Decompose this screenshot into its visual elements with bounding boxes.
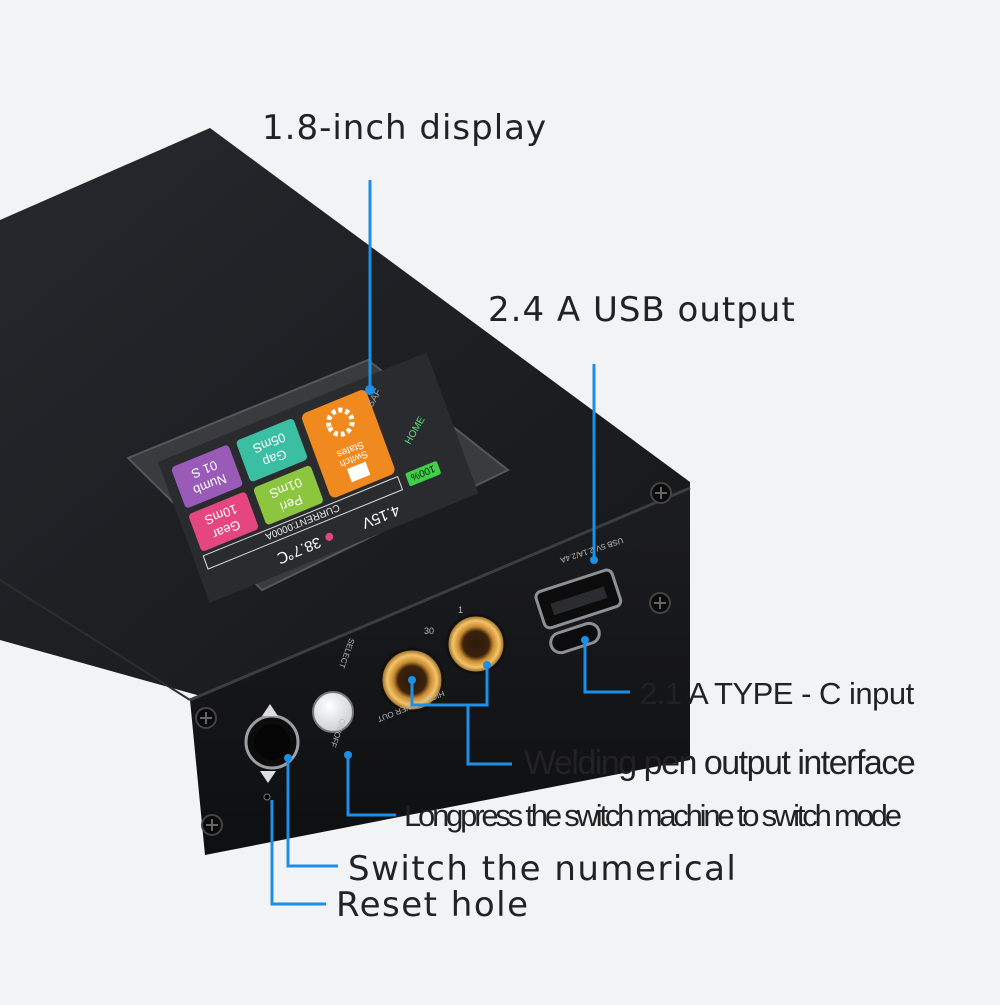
- welding-port-right[interactable]: [445, 613, 507, 675]
- tile-states-switch: [302, 390, 395, 498]
- screw: [195, 707, 217, 729]
- triangle-up-icon: [262, 704, 278, 716]
- reset-hole[interactable]: [263, 793, 271, 801]
- select-button[interactable]: [312, 691, 354, 733]
- callout-lines: [270, 180, 630, 906]
- states-icon: [346, 461, 371, 483]
- screw: [201, 814, 223, 836]
- usb-a-port[interactable]: [534, 568, 623, 630]
- tile-gap: [236, 418, 307, 482]
- screw: [650, 482, 672, 504]
- callout-long-press: Longpress the switch machine to switch m…: [404, 798, 902, 833]
- tile-gear: [189, 492, 259, 551]
- battery-badge: [405, 461, 441, 487]
- callout-display: 1.8-inch display: [262, 108, 548, 148]
- port-mark: 1: [458, 605, 463, 615]
- screw: [649, 592, 671, 614]
- callout-reset-hole: Reset hole: [336, 885, 530, 925]
- screen: Numb 01 S Gap 05mS Gear 10mS Peri 01mS S…: [158, 352, 479, 603]
- callout-dots: [284, 385, 598, 762]
- callout-switch-numerical: Switch the numerical: [348, 849, 738, 889]
- tile-numb: [171, 445, 243, 508]
- callout-typec-input: 2.1 A TYPE - C input: [640, 676, 914, 711]
- usb-c-port[interactable]: [548, 621, 602, 655]
- port-mark: 30: [424, 626, 434, 636]
- tile-peri: [253, 465, 323, 525]
- triangle-down-icon: [260, 771, 276, 783]
- callout-welding-pen: Welding pen output interface: [524, 744, 916, 782]
- thermometer-icon: [325, 532, 334, 541]
- callout-usb-output: 2.4 A USB output: [488, 290, 796, 330]
